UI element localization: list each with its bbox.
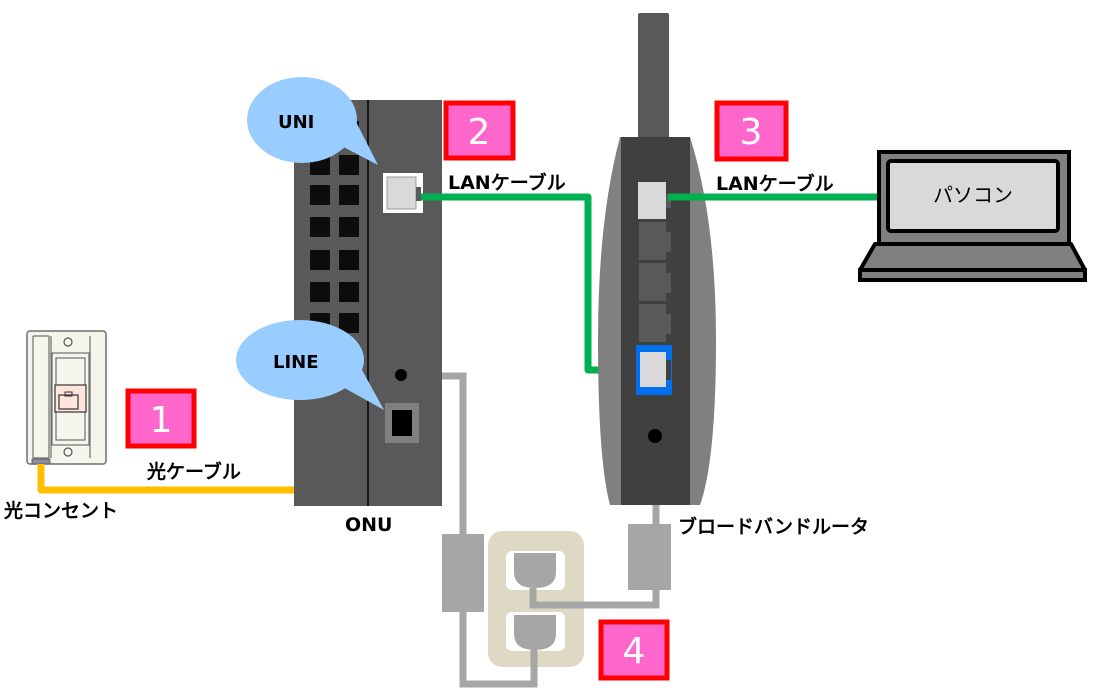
uni-callout: UNI xyxy=(247,77,378,165)
fiber-cable-label: 光ケーブル xyxy=(146,460,241,483)
lan-cable-2-label: LANケーブル xyxy=(716,172,834,195)
router-ac-adapter xyxy=(628,524,671,590)
svg-text:4: 4 xyxy=(623,631,646,672)
onu-plug-cable xyxy=(459,610,538,688)
onu-ac-adapter xyxy=(442,534,484,612)
pc-label: パソコン xyxy=(933,183,1013,207)
router-wan-port[interactable] xyxy=(636,345,672,395)
router-antenna xyxy=(638,13,669,139)
pc-laptop: パソコン xyxy=(858,150,1087,282)
broadband-router xyxy=(598,13,716,505)
onu-uni-port[interactable] xyxy=(383,173,423,213)
router-label: ブロードバンドルータ xyxy=(678,515,869,538)
step-badge-4: 4 xyxy=(598,619,670,681)
outlet-label: 光コンセント xyxy=(3,499,118,522)
router-lan-port[interactable] xyxy=(639,222,666,260)
step-badge-3: 3 xyxy=(714,100,789,162)
onu-line-port[interactable] xyxy=(385,403,419,443)
svg-text:2: 2 xyxy=(468,112,491,153)
optical-outlet xyxy=(26,330,107,465)
router-plug-cable xyxy=(529,588,660,609)
onu-device xyxy=(294,100,442,506)
uni-callout-label: UNI xyxy=(278,112,314,133)
svg-text:3: 3 xyxy=(740,112,763,153)
onu-label: ONU xyxy=(345,514,392,536)
router-power-jack xyxy=(648,429,662,443)
lan-cable-1-label: LANケーブル xyxy=(448,171,566,194)
router-lan-port[interactable] xyxy=(639,263,666,301)
router-lan-port[interactable] xyxy=(639,304,666,342)
line-callout-label: LINE xyxy=(273,352,319,373)
line-callout: LINE xyxy=(236,320,384,410)
onu-power-jack xyxy=(395,369,407,381)
step-badge-1: 1 xyxy=(125,388,197,449)
svg-text:1: 1 xyxy=(150,400,173,441)
step-badge-2: 2 xyxy=(443,100,516,161)
